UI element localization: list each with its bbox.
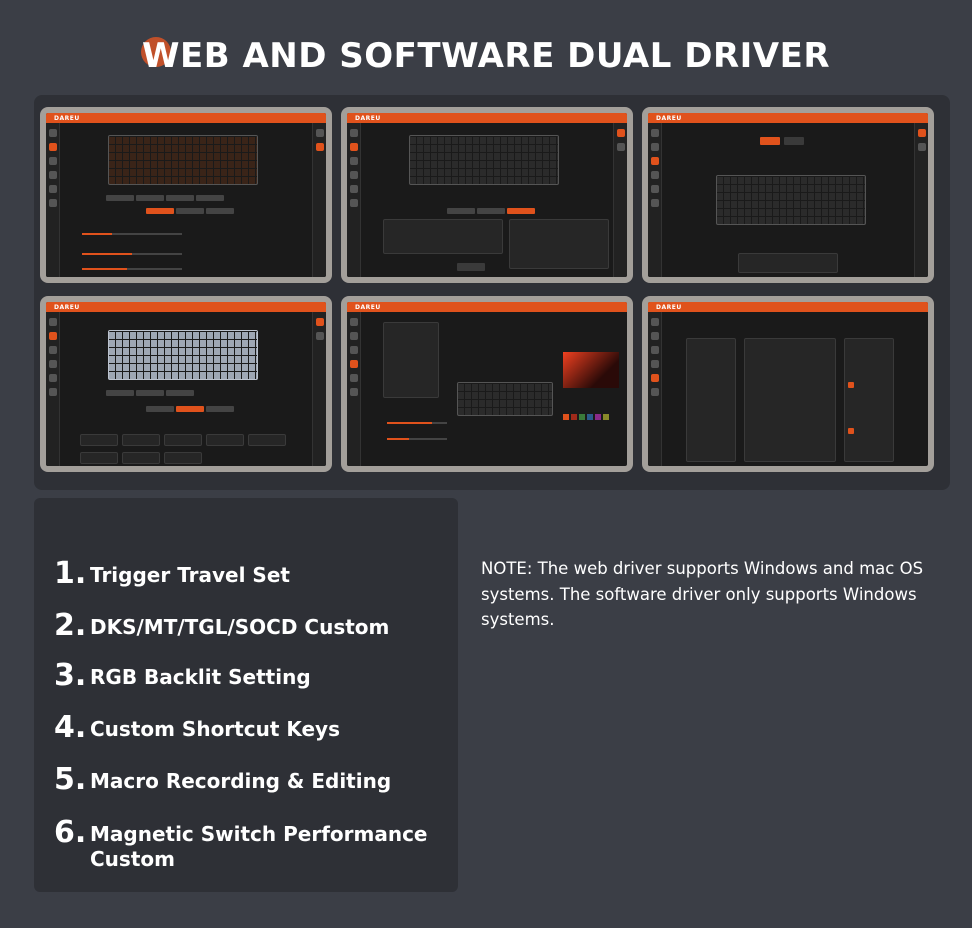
feature-item: 3. RGB Backlit Setting	[54, 661, 311, 691]
app-sidebar	[347, 312, 361, 466]
app-header: DAREU	[46, 113, 326, 123]
brand-logo: DAREU	[355, 115, 381, 122]
feature-text: Macro Recording & Editing	[90, 769, 392, 793]
app-screen: DAREU	[46, 302, 326, 466]
app-screen: DAREU	[648, 302, 928, 466]
feature-item: 2. DKS/MT/TGL/SOCD Custom	[54, 611, 389, 641]
app-header: DAREU	[46, 302, 326, 312]
brand-logo: DAREU	[656, 115, 682, 122]
feature-number: 5.	[54, 762, 87, 797]
feature-item: 5. Macro Recording & Editing	[54, 765, 391, 795]
app-sidebar	[347, 123, 361, 277]
feature-item: 4. Custom Shortcut Keys	[54, 713, 340, 743]
keyboard-preview	[108, 135, 258, 185]
feature-number: 4.	[54, 710, 87, 745]
feature-number: 6.	[54, 815, 87, 850]
keyboard-preview	[108, 330, 258, 380]
app-header: DAREU	[648, 302, 928, 312]
app-sidebar	[46, 123, 60, 277]
compatibility-note: NOTE: The web driver supports Windows an…	[481, 559, 924, 629]
profile-bar	[312, 123, 326, 277]
keyboard-preview	[409, 135, 559, 185]
brand-logo: DAREU	[54, 304, 80, 311]
feature-item: 6. Magnetic Switch Performance Custom	[54, 818, 430, 872]
feature-number: 1.	[54, 556, 87, 591]
feature-list-panel: 1. Trigger Travel Set 2. DKS/MT/TGL/SOCD…	[34, 498, 458, 892]
screenshot-switch-performance: DAREU	[40, 296, 332, 472]
app-header: DAREU	[347, 113, 627, 123]
screenshot-dks-advanced: DAREU	[341, 107, 633, 283]
screenshot-macro-manager: DAREU	[642, 296, 934, 472]
brand-logo: DAREU	[656, 304, 682, 311]
feature-text: Magnetic Switch Performance Custom	[90, 822, 428, 871]
keyboard-preview	[716, 175, 866, 225]
profile-bar	[312, 312, 326, 466]
feature-item: 1. Trigger Travel Set	[54, 559, 290, 589]
screenshot-gallery: DAREU DAREU DAREU	[34, 95, 950, 490]
feature-text: Custom Shortcut Keys	[90, 717, 340, 741]
app-header: DAREU	[347, 302, 627, 312]
profile-bar	[914, 123, 928, 277]
screenshot-key-remap: DAREU	[642, 107, 934, 283]
brand-logo: DAREU	[355, 304, 381, 311]
feature-text: RGB Backlit Setting	[90, 665, 311, 689]
feature-number: 3.	[54, 658, 87, 693]
app-sidebar	[648, 312, 662, 466]
app-sidebar	[648, 123, 662, 277]
feature-number: 2.	[54, 608, 87, 643]
profile-bar	[613, 123, 627, 277]
title-wrap: WEB AND SOFTWARE DUAL DRIVER	[0, 36, 972, 76]
screenshot-lighting-effect: DAREU	[341, 296, 633, 472]
feature-text: Trigger Travel Set	[90, 563, 290, 587]
title-accent-dot	[141, 37, 171, 67]
feature-text: DKS/MT/TGL/SOCD Custom	[90, 615, 390, 639]
app-header: DAREU	[648, 113, 928, 123]
screenshot-trigger-travel: DAREU	[40, 107, 332, 283]
app-screen: DAREU	[46, 113, 326, 277]
page-title: WEB AND SOFTWARE DUAL DRIVER	[141, 36, 831, 76]
app-sidebar	[46, 312, 60, 466]
app-screen: DAREU	[347, 302, 627, 466]
app-screen: DAREU	[347, 113, 627, 277]
app-screen: DAREU	[648, 113, 928, 277]
brand-logo: DAREU	[54, 115, 80, 122]
keyboard-preview	[457, 382, 553, 416]
